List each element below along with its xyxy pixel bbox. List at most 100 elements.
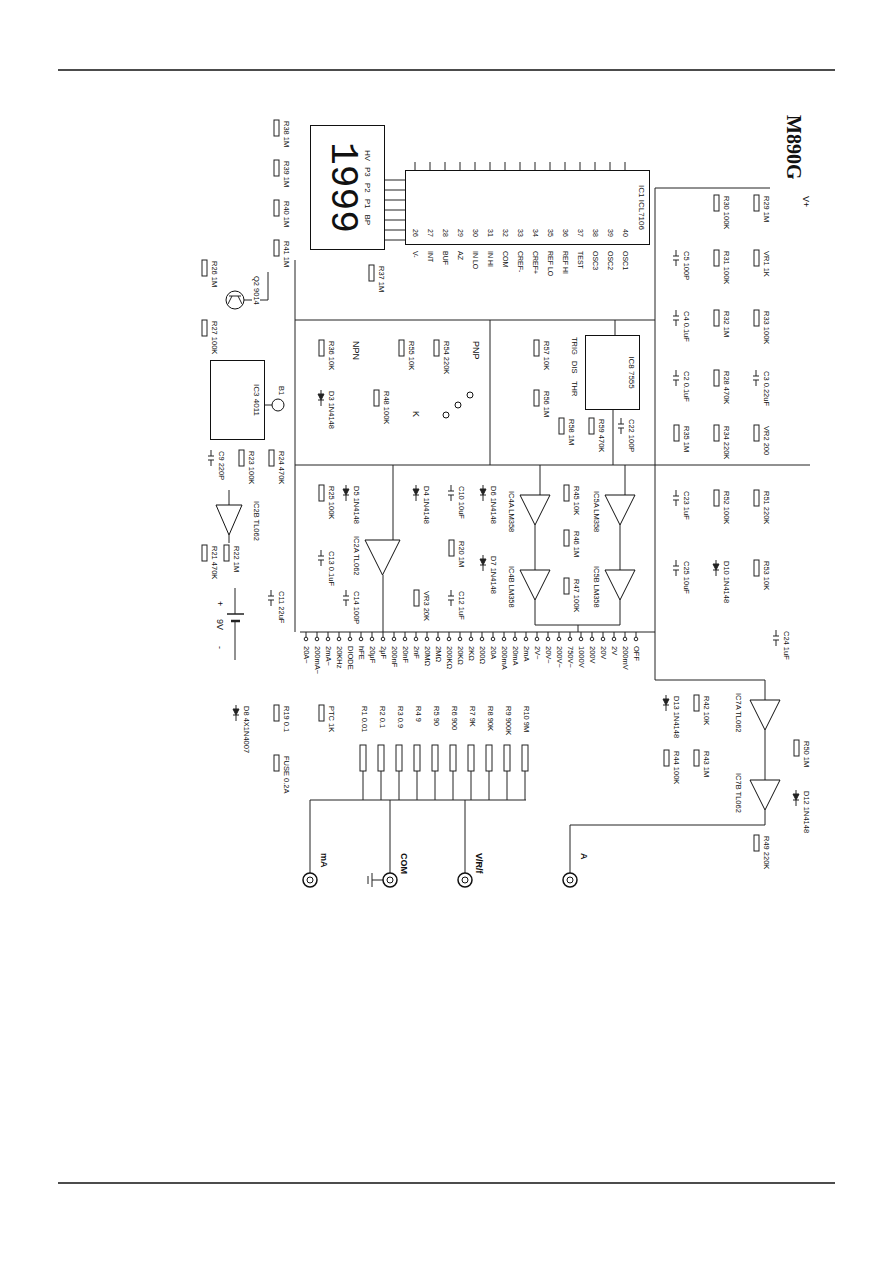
component-label: R41 1M [282,240,290,268]
resistor-symbol [274,755,279,771]
component-label: R7 9K [468,705,476,728]
lcd-display: 1999HVP3P2P1BP [310,125,385,250]
component-label: C22 100P [627,418,635,453]
component-label: R33 100K [762,310,770,345]
ic-pin-stub [625,162,626,170]
battery-plate [227,613,244,615]
capacitor-plate [673,376,679,377]
input-jack-core [462,877,468,883]
component-label: R37 1M [377,265,385,293]
switch-contact-lead [526,632,527,637]
component-label: C14 100P [352,590,360,625]
range-label: 20A [489,645,497,660]
wire [295,465,810,466]
pin-name: INT [426,250,434,263]
ic-pin-stub [520,162,521,170]
capacitor-lead [271,600,272,606]
component-label: R40 1M [282,200,290,228]
range-label: 200mA~ [313,645,321,675]
pin-name: AZ [456,250,464,261]
resistor-symbol [754,310,759,326]
diode-symbol [318,394,324,400]
ic-pin-stub [580,162,581,170]
diode-lead [483,555,484,559]
display-bus-wire [385,240,405,241]
component-label: R28 470K [722,370,730,405]
lcd-digits: 1999 [323,132,361,243]
resistor-symbol [274,240,279,256]
switch-contact [326,637,330,641]
wire [613,410,614,465]
range-label: 20KΩ [456,645,464,666]
jack-label: COM [398,852,408,875]
opamp-symbol [750,780,780,810]
pin-name: IN HI [486,250,494,268]
resistor-symbol [664,750,669,766]
resistor-symbol [274,705,279,721]
component-label: IC5A LM358 [592,490,600,533]
range-label: 2MΩ [434,645,442,663]
component-label: R42 10K [702,695,710,726]
wire [578,625,579,632]
switch-contact-lead [361,632,362,637]
switch-contact-lead [482,632,483,637]
switch-contact [524,637,528,641]
input-jack [563,873,577,887]
wire [381,771,382,800]
ic-pin-stub [490,162,491,170]
component-label: C12 1uF [457,590,465,621]
component-label: R56 1M [542,390,550,418]
component-label: R36 10K [327,340,335,371]
component-label: IC5B LM358 [592,565,600,609]
diode-lead [716,570,717,576]
component-label: FUSE 0.2A [282,755,290,795]
capacitor-plate [448,491,454,492]
capacitor-plate [318,556,324,557]
part-name: P1 [363,199,372,209]
input-jack [458,873,472,887]
switch-contact [359,637,363,641]
wire [435,771,436,800]
resistor-symbol [754,490,759,506]
component-label: D13 1N4148 [672,695,680,739]
component-label: D5 1N4148 [352,485,360,525]
switch-contact [568,637,572,641]
range-label: 2V [610,645,618,656]
component-label: C25 10uF [682,560,690,595]
switch-contact-lead [603,632,604,637]
range-label: 2μF [379,645,387,660]
wire-group [202,120,810,887]
component-label: VR1 1K [762,250,770,278]
opamp-symbol [216,505,242,535]
jack-label: mA [318,852,328,869]
switch-contact-lead [383,632,384,637]
component-label: R46 1M [572,530,580,558]
wire [383,575,384,632]
component-label: R31 100K [722,250,730,285]
resistor-symbol [374,390,379,406]
component-label: R23 100K [247,450,255,485]
display-bus-wire [385,200,405,201]
part-name: P3 [363,167,372,177]
switch-contact-lead [460,632,461,637]
component-label: R21 470K [210,545,218,580]
component-label: IC7B TL062 [734,772,742,814]
resistor-symbol [534,340,539,356]
pin-name: OSC2 [606,250,614,271]
range-label: DIODE [346,645,354,671]
range-label: 200V [588,645,596,665]
switch-contact [425,637,429,641]
component-label: R4 9 [414,705,422,723]
component-label: THR [570,380,578,397]
switch-contact-lead [350,632,351,637]
wire [235,588,236,614]
switch-contact-lead [317,632,318,637]
wire [570,810,765,873]
switch-contact [601,637,605,641]
component-label: R10 9M [522,705,530,733]
switch-contact [458,637,462,641]
capacitor-lead [676,260,677,266]
schematic-rotated: M890G1999HVP3P2P1BPIC1 ICL7106IC3 4011IC… [195,100,830,900]
diode-symbol [413,489,419,495]
pin-number: 38 [591,228,599,238]
